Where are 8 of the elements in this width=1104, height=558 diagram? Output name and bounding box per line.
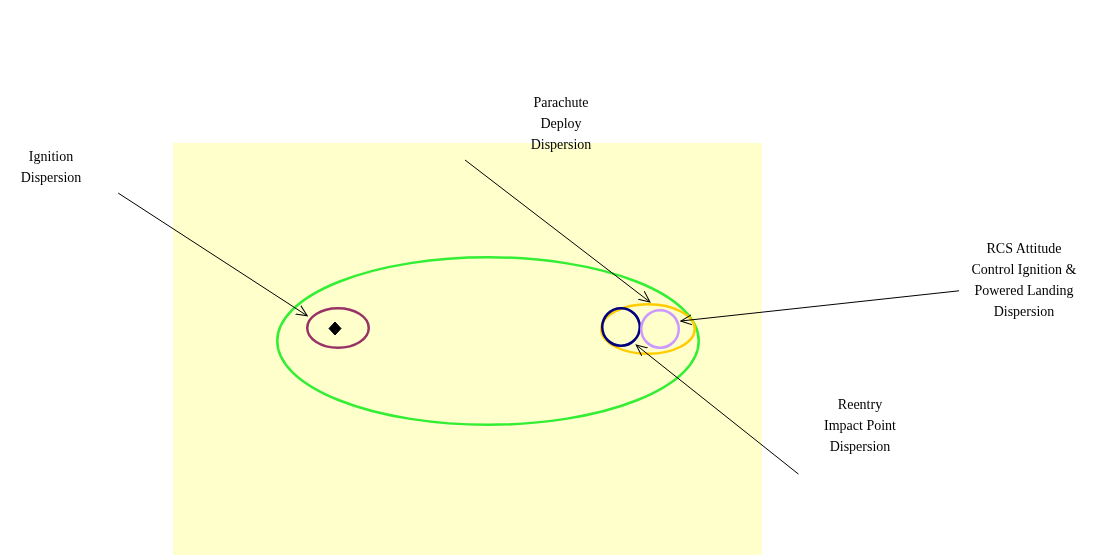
leader-line: [680, 290, 960, 326]
leader-line: [117, 192, 308, 317]
callout-label: Reentry Impact Point Dispersion: [822, 394, 898, 482]
leader-line: [635, 344, 799, 475]
callout-label: Parachute Deploy Dispersion: [521, 92, 601, 158]
callout-label: Ignition Dispersion: [11, 146, 91, 190]
callout-label: RCS Attitude Control Ignition & Powered Landing Dispersion: [968, 238, 1080, 348]
leader-line: [464, 159, 651, 303]
